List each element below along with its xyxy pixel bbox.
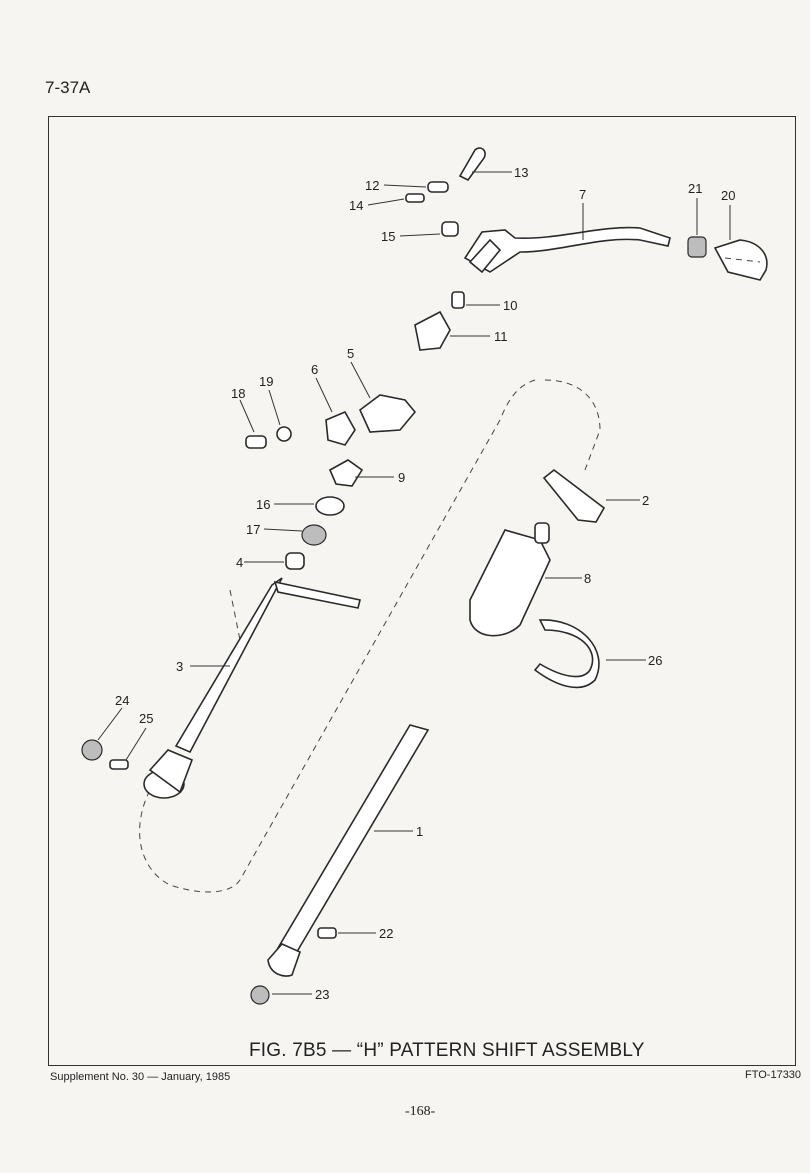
callout-1: 1	[416, 824, 423, 839]
callout-5: 5	[347, 346, 354, 361]
figure-caption: FIG. 7B5 — “H” PATTERN SHIFT ASSEMBLY	[249, 1040, 645, 1061]
washer-part-16	[315, 496, 345, 516]
callout-18: 18	[231, 386, 245, 401]
page-number: -168-	[405, 1104, 436, 1119]
boot-part-8	[469, 522, 551, 637]
callout-13: 13	[514, 165, 528, 180]
clip-part-13	[458, 147, 486, 182]
callout-24: 24	[115, 693, 129, 708]
callout-20: 20	[721, 188, 735, 203]
callout-2: 2	[642, 493, 649, 508]
callout-22: 22	[379, 926, 393, 941]
callout-26: 26	[648, 653, 662, 668]
callout-15: 15	[381, 229, 395, 244]
bushing-part-4	[285, 552, 305, 570]
callout-7: 7	[579, 187, 586, 202]
bolt-part-14	[405, 193, 425, 203]
callout-labels: 12 13 14 15 7 21 20 10 11 5 6 19 18 9 16…	[115, 165, 735, 1002]
pivot-part-11	[414, 310, 451, 351]
bolt-part-10	[451, 291, 465, 309]
callout-12: 12	[365, 178, 379, 193]
callout-11: 11	[494, 329, 508, 344]
callout-21: 21	[688, 181, 702, 196]
callout-10: 10	[503, 298, 517, 313]
nut-part-23	[250, 985, 270, 1005]
callout-25: 25	[139, 711, 153, 726]
callout-3: 3	[176, 659, 183, 674]
strap-part-26	[533, 619, 600, 689]
nut-part-24	[81, 739, 103, 761]
rail-part-1	[267, 724, 430, 977]
figure-frame	[48, 116, 796, 1066]
callout-14: 14	[349, 198, 363, 213]
nut-part-21	[687, 236, 707, 258]
callout-17: 17	[246, 522, 260, 537]
page-code: 7-37A	[45, 78, 91, 97]
pin-part-12	[427, 181, 449, 193]
assembly-path-top-right	[544, 379, 601, 471]
callout-8: 8	[584, 571, 591, 586]
callout-4: 4	[236, 555, 243, 570]
callout-23: 23	[315, 987, 329, 1002]
leader-lines	[97, 171, 731, 995]
bolt-part-18	[245, 435, 267, 449]
callout-6: 6	[311, 362, 318, 377]
figure-code: FTO-17330	[745, 1069, 802, 1081]
bracket-part-5	[359, 394, 417, 433]
spring-part-17	[301, 524, 327, 546]
callout-16: 16	[256, 497, 270, 512]
screw-part-22	[317, 927, 337, 939]
shift-lever-part-7	[463, 226, 671, 274]
clamp-part-6	[325, 410, 356, 446]
assembly-path-large-loop	[139, 379, 536, 893]
callout-19: 19	[259, 374, 273, 389]
callout-9: 9	[398, 470, 405, 485]
washer-part-19	[276, 426, 292, 442]
screw-part-25	[109, 759, 129, 770]
shift-rod-part-3	[143, 577, 361, 799]
retainer-part-9	[328, 459, 364, 487]
washer-part-15	[441, 221, 459, 237]
plate-part-2	[542, 468, 606, 523]
assembly-path-rod	[229, 589, 241, 641]
supplement-note: Supplement No. 30 — January, 1985	[50, 1071, 231, 1083]
